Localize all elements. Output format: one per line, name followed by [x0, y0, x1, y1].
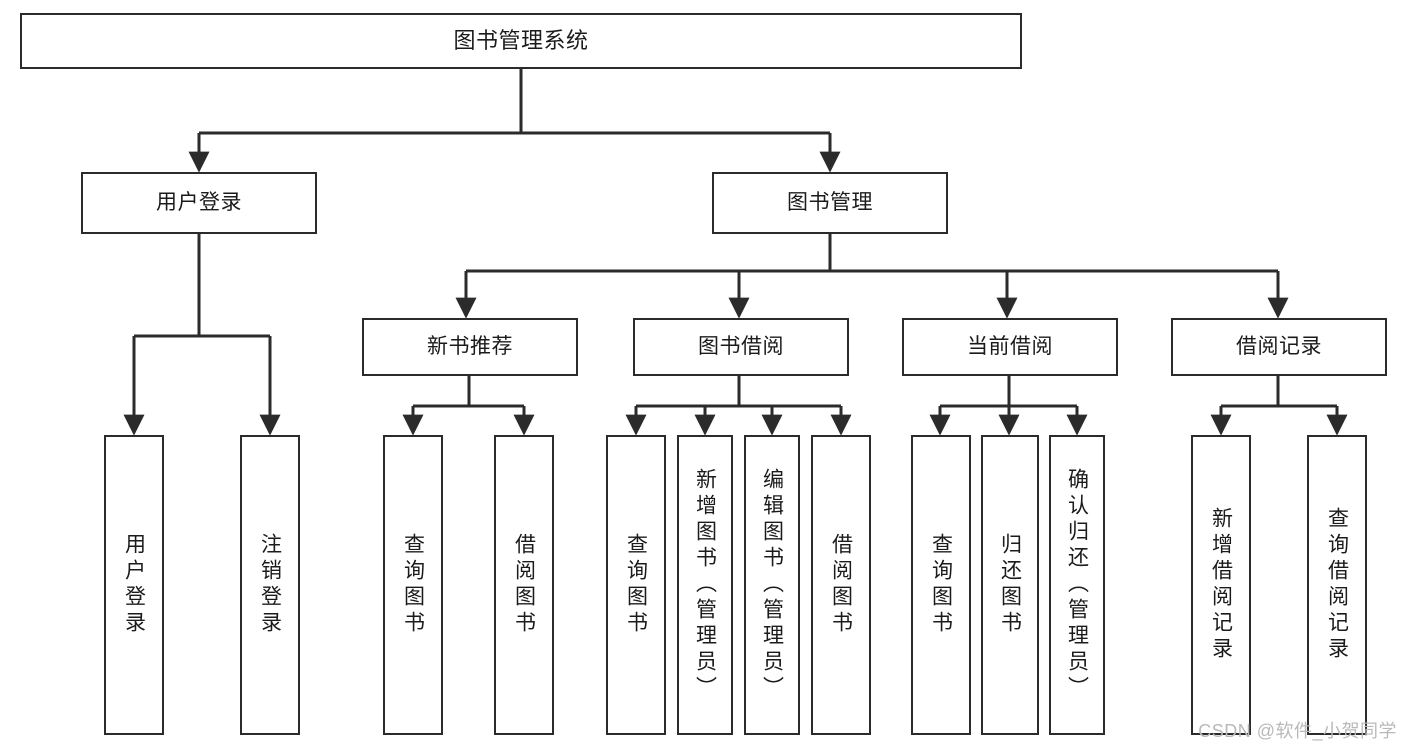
- node-leaf-user-logout[interactable]: 注销登录: [240, 435, 300, 735]
- node-leaf-user-login[interactable]: 用户登录: [104, 435, 164, 735]
- node-leaf-query-book-2-label: 查询图书: [624, 533, 648, 637]
- node-book-manage[interactable]: 图书管理: [712, 172, 948, 234]
- node-leaf-add-book[interactable]: 新增图书（管理员）: [677, 435, 733, 735]
- node-leaf-confirm-return-label: 确认归还（管理员）: [1065, 468, 1089, 702]
- node-leaf-add-record[interactable]: 新增借阅记录: [1191, 435, 1251, 735]
- node-leaf-confirm-return[interactable]: 确认归还（管理员）: [1049, 435, 1105, 735]
- node-borrow-record[interactable]: 借阅记录: [1171, 318, 1387, 376]
- node-leaf-query-book-2[interactable]: 查询图书: [606, 435, 666, 735]
- node-user-login[interactable]: 用户登录: [81, 172, 317, 234]
- node-leaf-edit-book-label: 编辑图书（管理员）: [760, 468, 784, 702]
- node-leaf-edit-book[interactable]: 编辑图书（管理员）: [744, 435, 800, 735]
- node-root-system-label: 图书管理系统: [453, 28, 589, 54]
- node-current-borrow[interactable]: 当前借阅: [902, 318, 1118, 376]
- node-leaf-user-login-label: 用户登录: [122, 533, 146, 637]
- node-root-system[interactable]: 图书管理系统: [20, 13, 1022, 69]
- node-leaf-query-book-1[interactable]: 查询图书: [383, 435, 443, 735]
- node-leaf-return-book[interactable]: 归还图书: [981, 435, 1039, 735]
- node-new-book-recommend-label: 新书推荐: [427, 334, 513, 358]
- node-leaf-add-book-label: 新增图书（管理员）: [693, 468, 717, 702]
- csdn-watermark: CSDN @软件_小贺同学: [1198, 721, 1397, 741]
- node-borrow-record-label: 借阅记录: [1236, 334, 1322, 358]
- node-leaf-query-record[interactable]: 查询借阅记录: [1307, 435, 1367, 735]
- node-leaf-query-book-3-label: 查询图书: [929, 533, 953, 637]
- node-leaf-query-book-3[interactable]: 查询图书: [911, 435, 971, 735]
- node-leaf-add-record-label: 新增借阅记录: [1209, 507, 1233, 663]
- node-book-borrow[interactable]: 图书借阅: [633, 318, 849, 376]
- node-leaf-query-record-label: 查询借阅记录: [1325, 507, 1349, 663]
- node-book-borrow-label: 图书借阅: [698, 334, 784, 358]
- node-leaf-borrow-book-1-label: 借阅图书: [512, 533, 536, 637]
- node-leaf-user-logout-label: 注销登录: [258, 533, 282, 637]
- node-current-borrow-label: 当前借阅: [967, 334, 1053, 358]
- node-leaf-borrow-book-2-label: 借阅图书: [829, 533, 853, 637]
- node-leaf-borrow-book-2[interactable]: 借阅图书: [811, 435, 871, 735]
- node-new-book-recommend[interactable]: 新书推荐: [362, 318, 578, 376]
- node-leaf-query-book-1-label: 查询图书: [401, 533, 425, 637]
- node-leaf-borrow-book-1[interactable]: 借阅图书: [494, 435, 554, 735]
- node-book-manage-label: 图书管理: [787, 190, 873, 214]
- node-leaf-return-book-label: 归还图书: [998, 533, 1022, 637]
- node-user-login-label: 用户登录: [156, 190, 242, 214]
